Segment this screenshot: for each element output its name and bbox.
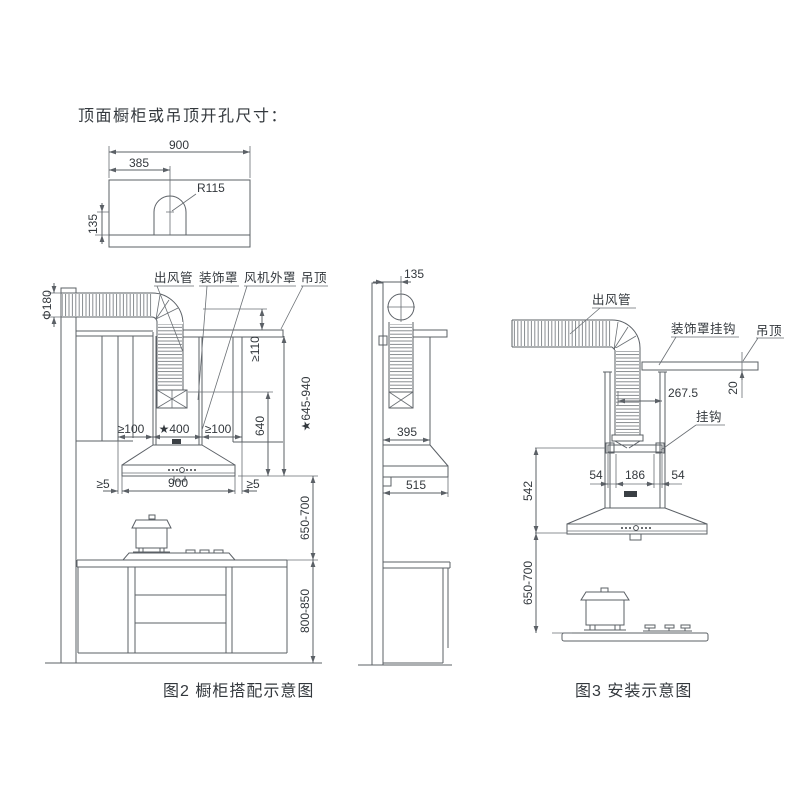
cutout-panel-outline: [108, 179, 251, 236]
fig3-horizontal-duct: [511, 319, 612, 348]
dim-hood-adjust-range: ★645-940: [299, 376, 313, 431]
dim-duct-diameter: Φ180: [40, 290, 54, 320]
fig3-caption: 图3 安装示意图: [575, 681, 692, 700]
side-ceiling-hatch: [412, 329, 448, 338]
fig2-caption: 图2 橱柜搭配示意图: [163, 681, 314, 700]
arch-centerline: [166, 166, 174, 235]
fig2-cooktop: [122, 552, 236, 561]
label-duct: 出风管: [154, 270, 193, 285]
dim-hood-width: 900: [168, 476, 188, 490]
dim-cover-above-ceiling: ≥110: [248, 336, 262, 362]
dim-right-clearance: ≥100: [205, 422, 232, 436]
label-cover-hook: 装饰罩挂钩: [671, 322, 736, 336]
dim-center-spacing: 186: [625, 468, 645, 482]
dim-arch-height: 135: [86, 214, 100, 234]
fig2-hood-tab: [173, 475, 186, 482]
dim-opening-width: 900: [169, 138, 189, 152]
label-decor-cover: 装饰罩: [199, 271, 238, 285]
fig2-duct-collar: [156, 389, 188, 409]
dim-arch-radius: R115: [197, 181, 225, 195]
fig3-pot: [580, 587, 630, 631]
label-fan-cover: 风机外罩: [244, 271, 296, 285]
side-duct-collar: [388, 391, 414, 409]
fig3-hanger-bar: [605, 442, 665, 454]
fig2-front-view: 出风管 装饰罩 风机外罩 吊顶 Φ180 ≥110 640 ★645-940 ≥…: [40, 270, 328, 700]
dim-opening-width-star: ★400: [159, 422, 190, 436]
label-ceiling: 吊顶: [301, 271, 327, 285]
fig2-right-burner: [185, 549, 224, 554]
fig2-pot: [131, 514, 172, 553]
cutout-brick-strip: [108, 234, 251, 248]
fig2-counter-cabinet: [76, 559, 288, 654]
fig3-ceiling-hatch: [641, 361, 759, 371]
fig3-vertical-duct: [614, 348, 641, 435]
fig3-duct-elbow: [611, 319, 641, 351]
dim-duct-center-offset: 135: [404, 267, 424, 281]
dim-left-gap: ≥5: [96, 477, 110, 491]
side-rear-bracket: [382, 476, 392, 487]
label-duct-3: 出风管: [592, 292, 631, 307]
fig3-cooktop: [561, 624, 709, 642]
dim-hook-offset: 267.5: [668, 386, 698, 400]
fig2-hood-base: [121, 464, 236, 477]
dim-left-spacing: 54: [589, 468, 603, 482]
label-ceiling-3: 吊顶: [756, 324, 782, 338]
fig3-install-view: 出风管 装饰罩挂钩 吊顶 挂钩 267.5 20 542 650-700 54 …: [511, 292, 784, 700]
fig2-vertical-duct: [156, 322, 184, 390]
dim-cover-height: 640: [253, 416, 267, 436]
dim-right-gap: ≥5: [246, 477, 260, 491]
side-wall: [371, 282, 384, 666]
fig3-control-panel: [621, 525, 651, 531]
side-wall-hook: [378, 335, 388, 346]
dim-hook-to-bottom: 542: [521, 481, 535, 501]
page-title: 顶面橱柜或吊顶开孔尺寸：: [78, 107, 288, 125]
fig2-ceiling-left: [76, 330, 153, 337]
dim-hood-depth: 515: [406, 478, 426, 492]
dim-right-spacing: 54: [671, 468, 685, 482]
dim-left-clearance: ≥100: [118, 422, 145, 436]
fig2-labels: 出风管 装饰罩 风机外罩 吊顶: [154, 270, 328, 431]
fig2-canopy: [121, 444, 236, 466]
cutout-extension-lines: [95, 146, 251, 236]
dim-cover-depth: 395: [397, 425, 417, 439]
fig2-right-cabinet: [232, 337, 283, 443]
side-counter-cabinet: [382, 561, 451, 664]
label-hook: 挂钩: [696, 410, 722, 424]
dim-hood-to-cooktop: 650-700: [298, 496, 312, 540]
fig3-duct-collar: [611, 434, 644, 449]
fig2-horizontal-duct: [60, 292, 152, 318]
fig2-left-cabinet: [76, 336, 134, 442]
fig2-control-panel: [168, 467, 196, 473]
fig2-side-view: 135 395 515: [358, 267, 452, 666]
fig3-brand-logo: [624, 491, 637, 497]
fig2-brand-logo: [172, 439, 181, 444]
side-decor-cover: [383, 337, 449, 467]
fig3-hood-tab: [629, 533, 642, 541]
fig2-duct-elbow: [151, 292, 184, 325]
cutout-diagram: 900 385 R115 135: [86, 138, 251, 248]
dim-hood-to-cooktop-3: 650-700: [521, 561, 535, 605]
dim-opening-offset: 385: [129, 156, 149, 170]
side-hood-base: [382, 465, 449, 478]
dim-counter-height: 800-850: [298, 589, 312, 633]
fig3-labels: 出风管 装饰罩挂钩 吊顶 挂钩: [569, 292, 784, 451]
fig3-canopy: [566, 507, 708, 525]
fig2-wall: [60, 287, 77, 664]
dim-ceiling-thickness: 20: [726, 381, 740, 395]
fig3-decor-cover: [603, 371, 667, 509]
